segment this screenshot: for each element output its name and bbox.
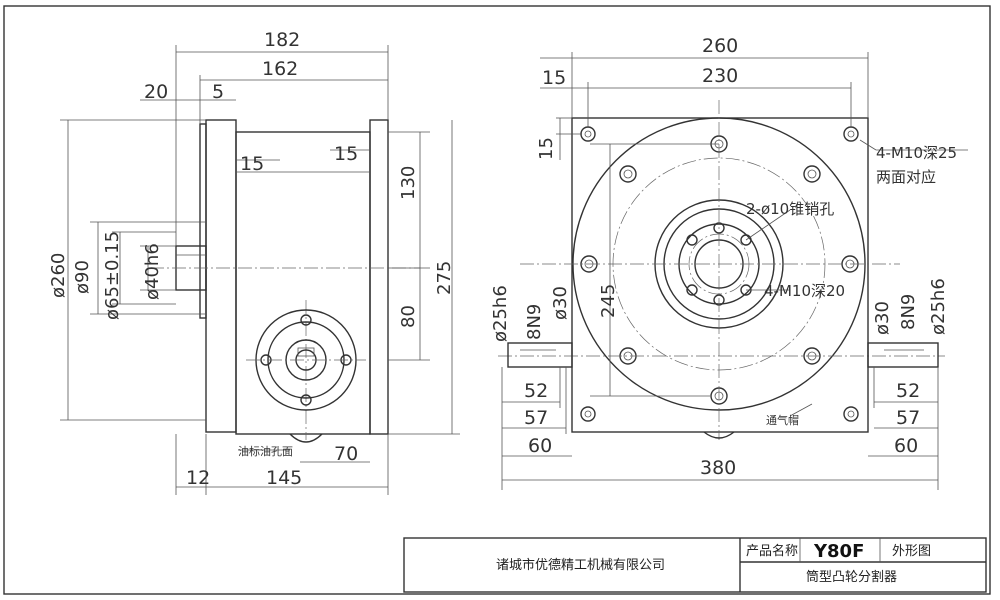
dim-left-d260: ø260: [48, 253, 69, 298]
drawing-border: [3, 5, 991, 595]
dim-right-l-52: 52: [524, 380, 548, 402]
dim-left-145: 145: [266, 467, 302, 489]
dim-left-162: 162: [262, 58, 298, 80]
left-view: [60, 45, 460, 495]
dim-left-d90: ø90: [72, 260, 93, 294]
dim-right-r-57: 57: [896, 407, 920, 429]
note-m10-depth20: 4-M10深20: [764, 282, 845, 300]
dim-left-130: 130: [398, 166, 419, 200]
dim-right-l-d30: ø30: [550, 286, 571, 320]
dim-right-r-52: 52: [896, 380, 920, 402]
dim-left-12: 12: [186, 467, 210, 489]
dim-left-15a: 15: [240, 153, 264, 175]
dim-left-15b: 15: [334, 143, 358, 165]
dim-left-182: 182: [264, 29, 300, 51]
dim-right-l-57: 57: [524, 407, 548, 429]
right-body: [571, 117, 869, 433]
title-block: [403, 537, 987, 593]
dim-right-15h: 15: [542, 67, 566, 89]
dim-left-20: 20: [144, 81, 168, 103]
dim-right-15v: 15: [536, 137, 557, 160]
dim-right-r-8n9: 8N9: [898, 294, 919, 330]
dim-left-d65: ø65±0.15: [102, 231, 123, 320]
note-taper-pin-holes: 2-ø10锥销孔: [746, 200, 834, 218]
dim-left-d40: ø40h6: [142, 243, 163, 300]
note-m10-depth25: 4-M10深25: [876, 144, 957, 162]
dim-left-70: 70: [334, 443, 358, 465]
dim-right-r-d30: ø30: [872, 301, 893, 335]
dim-right-245: 245: [598, 284, 619, 318]
left-body: [235, 131, 371, 435]
dim-right-380: 380: [700, 457, 736, 479]
right-view: [498, 52, 968, 490]
dim-left-5: 5: [212, 81, 224, 103]
dim-right-230: 230: [702, 65, 738, 87]
left-flange: [205, 119, 237, 433]
note-both-sides: 两面对应: [876, 168, 936, 186]
view-type: 外形图: [892, 544, 931, 559]
dim-right-260: 260: [702, 35, 738, 57]
right-left-shaft: [507, 342, 573, 368]
product-type: 筒型凸轮分割器: [806, 569, 897, 585]
model-number: Y80F: [813, 541, 864, 562]
dim-left-80: 80: [398, 305, 419, 328]
dim-right-r-60: 60: [894, 435, 918, 457]
dim-right-l-60: 60: [528, 435, 552, 457]
right-right-shaft: [867, 342, 939, 368]
dim-left-275: 275: [434, 261, 455, 295]
dim-right-r-d25h6: ø25h6: [928, 278, 949, 335]
company-name: 诸城市优德精工机械有限公司: [496, 557, 665, 573]
product-name-label: 产品名称: [746, 543, 798, 559]
left-right-plate: [369, 119, 389, 435]
dim-right-l-d25h6: ø25h6: [490, 285, 511, 342]
note-oil-hole: 油标油孔面: [238, 444, 293, 458]
note-breather-cap: 通气帽: [766, 413, 799, 427]
dim-right-l-8n9: 8N9: [524, 304, 545, 340]
